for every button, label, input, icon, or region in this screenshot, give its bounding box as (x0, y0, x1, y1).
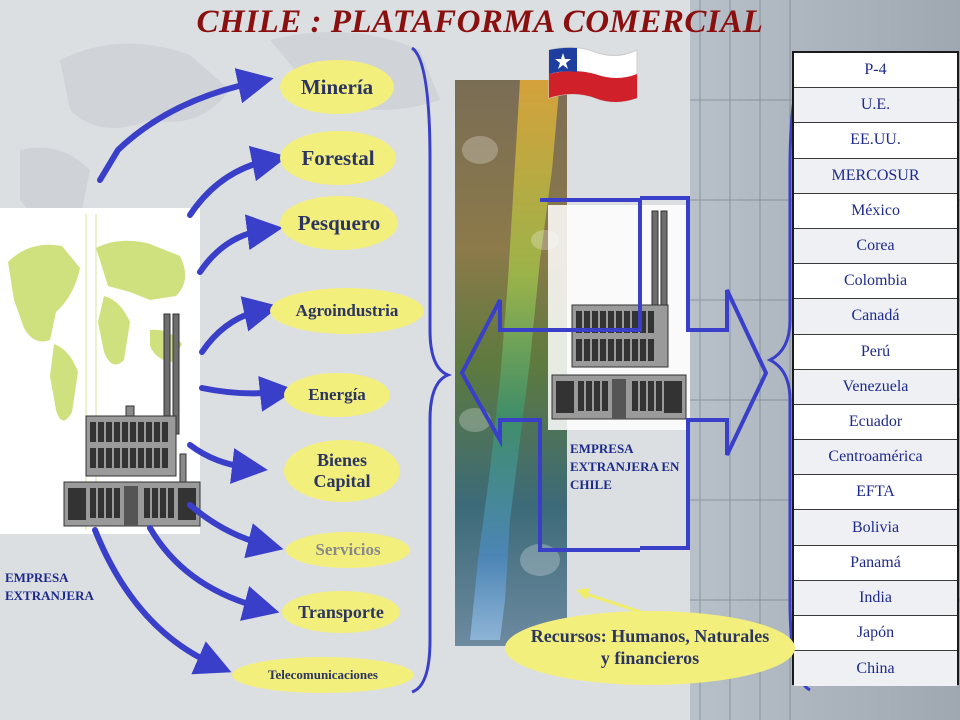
sector-agroindustria[interactable]: Agroindustria (270, 288, 424, 334)
arrow-energia (199, 375, 296, 412)
bracket-sectors (411, 46, 453, 694)
market-row: China (794, 651, 957, 687)
market-row: U.E. (794, 88, 957, 124)
market-row: MERCOSUR (794, 158, 957, 194)
sector-forestal[interactable]: Forestal (280, 131, 396, 185)
market-row: México (794, 194, 957, 229)
right-hollow-arrow (640, 196, 769, 550)
foreign-company-chile-label: EMPRESA EXTRANJERA EN CHILE (570, 441, 680, 493)
arrow-forestal (187, 145, 288, 218)
market-row: Bolivia (794, 510, 957, 546)
market-row: EFTA (794, 475, 957, 511)
market-row: India (794, 580, 957, 616)
sector-mineria[interactable]: Minería (280, 60, 394, 114)
sector-telecomunicaciones[interactable]: Telecomunicaciones (232, 657, 414, 693)
market-row: Japón (794, 616, 957, 652)
factory-chile-icon (548, 205, 690, 430)
sector-energia[interactable]: Energía (284, 373, 390, 417)
arrow-mineria (97, 68, 274, 183)
market-row: Ecuador (794, 405, 957, 441)
market-row: Panamá (794, 546, 957, 581)
sector-servicios[interactable]: Servicios (286, 532, 410, 568)
slide-title: CHILE : PLATAFORMA COMERCIAL (196, 4, 764, 40)
market-row: EE.UU. (794, 123, 957, 159)
sector-bienes-capital[interactable]: Bienes Capital (284, 440, 400, 502)
market-row: Canadá (794, 299, 957, 335)
market-row: Corea (794, 228, 957, 265)
market-row: Venezuela (794, 369, 957, 405)
resources-oval[interactable]: Recursos: Humanos, Naturales y financier… (505, 611, 795, 685)
foreign-company-label: EMPRESA EXTRANJERA (5, 570, 94, 604)
arrow-transporte (147, 525, 280, 621)
market-row: Colombia (794, 264, 957, 300)
arrow-pesquero (197, 214, 283, 275)
sector-pesquero[interactable]: Pesquero (280, 196, 398, 250)
sector-transporte[interactable]: Transporte (282, 591, 400, 633)
arrow-servicios (187, 502, 284, 559)
market-row: Centroamérica (794, 440, 957, 476)
arrow-agroindustria (199, 296, 280, 355)
chile-flag-icon (548, 46, 638, 103)
factory-icon (63, 313, 201, 527)
market-row: Perú (794, 335, 957, 370)
arrow-telecom (92, 527, 232, 675)
arrow-bienes (187, 442, 268, 484)
market-row: P-4 (794, 53, 957, 89)
left-hollow-arrow (459, 198, 642, 552)
